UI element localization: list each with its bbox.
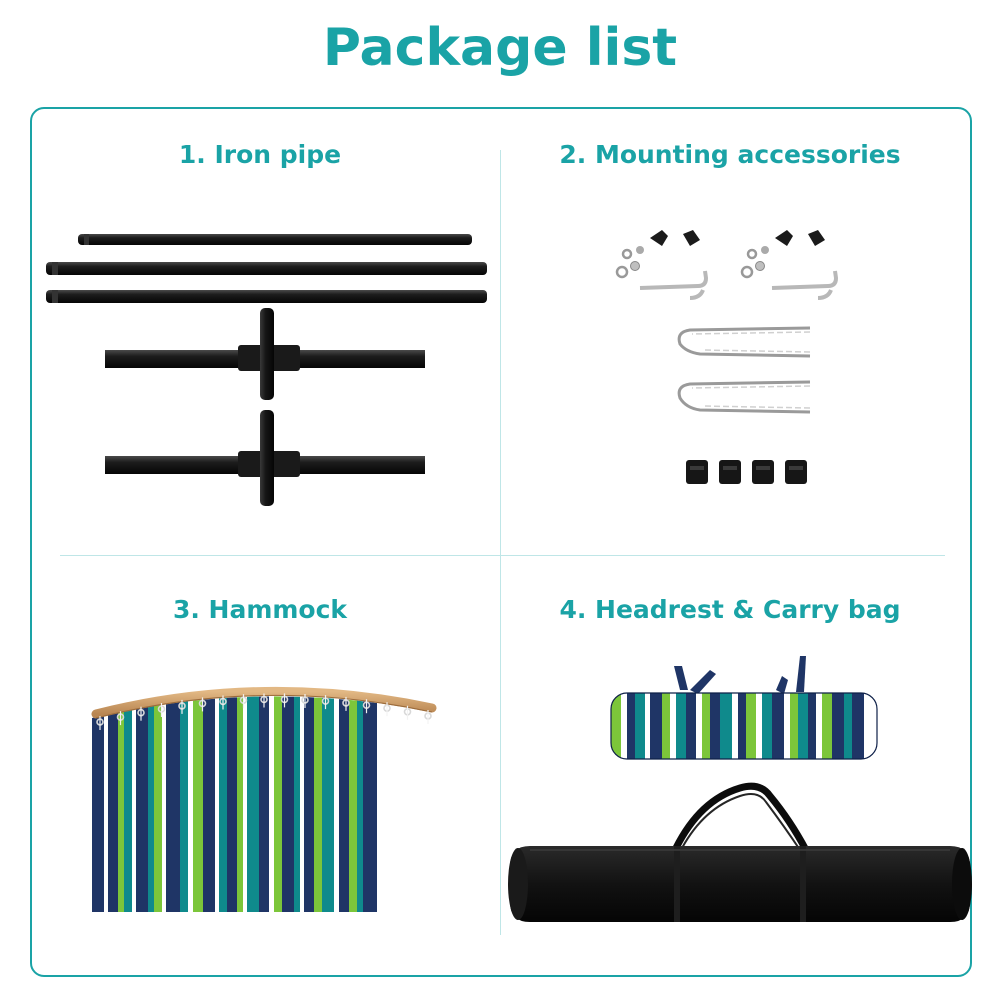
carry-bag — [508, 782, 972, 922]
page-title: Package list — [322, 18, 678, 78]
iron-pipe-3 — [46, 290, 487, 303]
stripe — [627, 693, 635, 759]
iron-pipes — [46, 234, 487, 303]
stripe — [732, 693, 738, 759]
t-base-1 — [105, 308, 425, 400]
section-label-hammock: 3. Hammock — [172, 595, 348, 624]
stripe — [710, 693, 720, 759]
section-label-headrest-carry-bag: 4. Headrest & Carry bag — [559, 595, 901, 624]
rubber-caps — [686, 460, 807, 484]
section-label-mounting-accessories: 2. Mounting accessories — [559, 140, 901, 169]
stripe — [621, 693, 627, 759]
t-base-2 — [105, 410, 425, 506]
hardware-set-right — [740, 230, 839, 300]
stripe — [676, 693, 686, 759]
stripe — [259, 696, 269, 912]
stripe — [282, 696, 294, 912]
stripe — [746, 693, 756, 759]
stripe — [219, 696, 227, 912]
iron-pipe-1 — [78, 234, 472, 245]
stripe — [784, 693, 790, 759]
stripe — [304, 696, 314, 912]
chain-2 — [677, 380, 811, 414]
stripe — [696, 693, 702, 759]
stripe — [274, 696, 282, 912]
stripe — [227, 696, 237, 912]
stripe — [670, 693, 676, 759]
chain-1 — [677, 326, 811, 358]
stripe — [844, 693, 852, 759]
headrest-pillow — [610, 656, 878, 760]
stripe — [322, 696, 334, 912]
stripe — [237, 696, 243, 912]
stripe — [148, 696, 154, 912]
stripe — [686, 693, 696, 759]
section-label-iron-pipe: 1. Iron pipe — [178, 140, 342, 169]
stripe — [790, 693, 798, 759]
stripe — [702, 693, 710, 759]
stripe — [124, 696, 132, 912]
stripe — [269, 696, 274, 912]
hammock — [91, 686, 437, 912]
horizontal-divider — [60, 555, 945, 556]
stripe — [104, 696, 108, 912]
stripe — [243, 696, 247, 912]
stripe — [193, 696, 203, 912]
stripe — [136, 696, 148, 912]
stripe — [762, 693, 772, 759]
stripe — [215, 696, 219, 912]
stripe — [650, 693, 662, 759]
stripe — [662, 693, 670, 759]
stripe — [108, 696, 118, 912]
iron-pipe-2 — [46, 262, 487, 275]
hardware-set-left — [615, 230, 709, 300]
stripe — [816, 693, 822, 759]
stripe — [166, 696, 180, 912]
stripe — [822, 693, 832, 759]
stripe — [363, 696, 377, 912]
package-frame — [30, 107, 972, 977]
stripe — [645, 693, 650, 759]
stripe — [162, 696, 166, 912]
stripe — [300, 696, 304, 912]
stripe — [808, 693, 816, 759]
stripe — [738, 693, 746, 759]
stripe — [357, 696, 363, 912]
stripe — [339, 696, 349, 912]
stripe — [314, 696, 322, 912]
stripe — [832, 693, 844, 759]
stripe — [188, 696, 193, 912]
stripe — [203, 696, 215, 912]
stripe — [635, 693, 645, 759]
stripe — [180, 696, 188, 912]
stripe — [294, 696, 300, 912]
stripe — [720, 693, 732, 759]
stripe — [756, 693, 762, 759]
stripe — [798, 693, 808, 759]
stripe — [154, 696, 162, 912]
stripe — [852, 693, 864, 759]
stripe — [132, 696, 136, 912]
stripe — [247, 696, 259, 912]
stripe — [92, 696, 104, 912]
vertical-divider — [500, 150, 501, 935]
stripe — [611, 693, 621, 759]
stripe — [772, 693, 784, 759]
stripe — [118, 696, 124, 912]
stripe — [349, 696, 357, 912]
stripe — [334, 696, 339, 912]
